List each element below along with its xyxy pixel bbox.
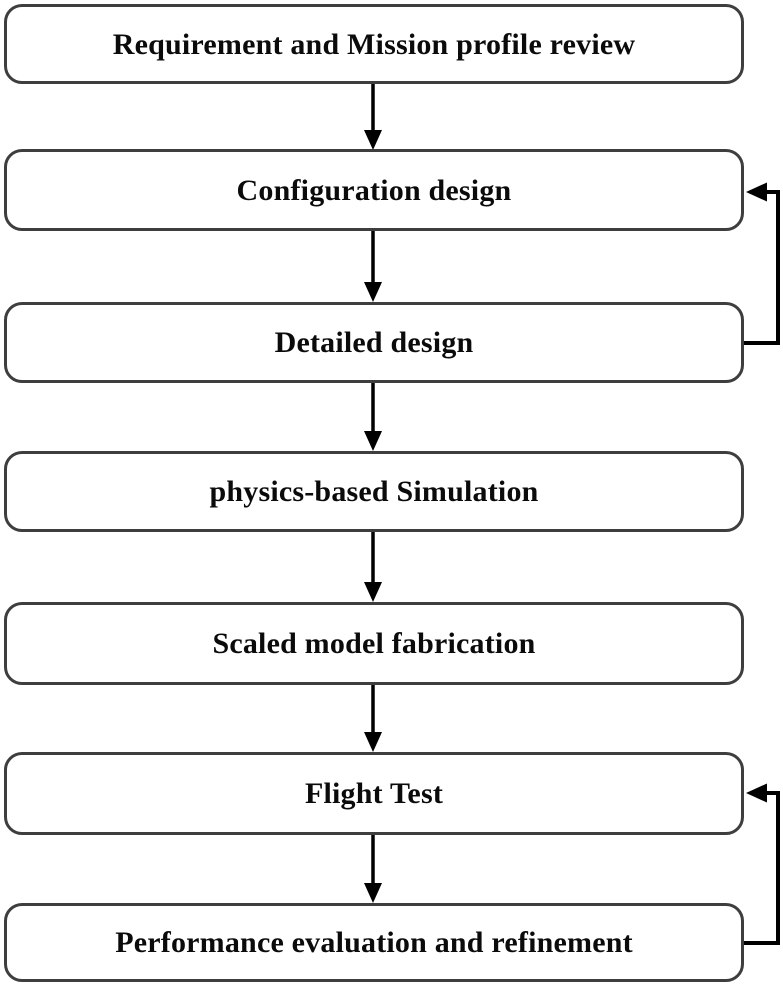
flow-node-scaled-model-fabrication: Scaled model fabrication: [4, 602, 744, 685]
flow-node-performance-evaluation: Performance evaluation and refinement: [4, 903, 744, 982]
connector-feedback-detailed-to-configuration: [744, 182, 780, 345]
connector-feedback-performance-to-flight-test: [744, 783, 780, 945]
flow-node-requirement-review: Requirement and Mission profile review: [4, 4, 744, 84]
connector-configuration-to-detailed: [364, 231, 382, 302]
flow-node-flight-test: Flight Test: [4, 752, 744, 835]
connector-simulation-to-fabrication: [364, 532, 382, 602]
flow-node-detailed-design: Detailed design: [4, 302, 744, 383]
connector-detailed-to-simulation: [364, 383, 382, 451]
connector-flight-test-to-performance: [364, 835, 382, 903]
connector-fabrication-to-flight-test: [364, 685, 382, 752]
connector-requirement-to-configuration: [364, 84, 382, 150]
flow-node-physics-simulation: physics-based Simulation: [4, 451, 744, 532]
flow-node-configuration-design: Configuration design: [4, 149, 744, 231]
